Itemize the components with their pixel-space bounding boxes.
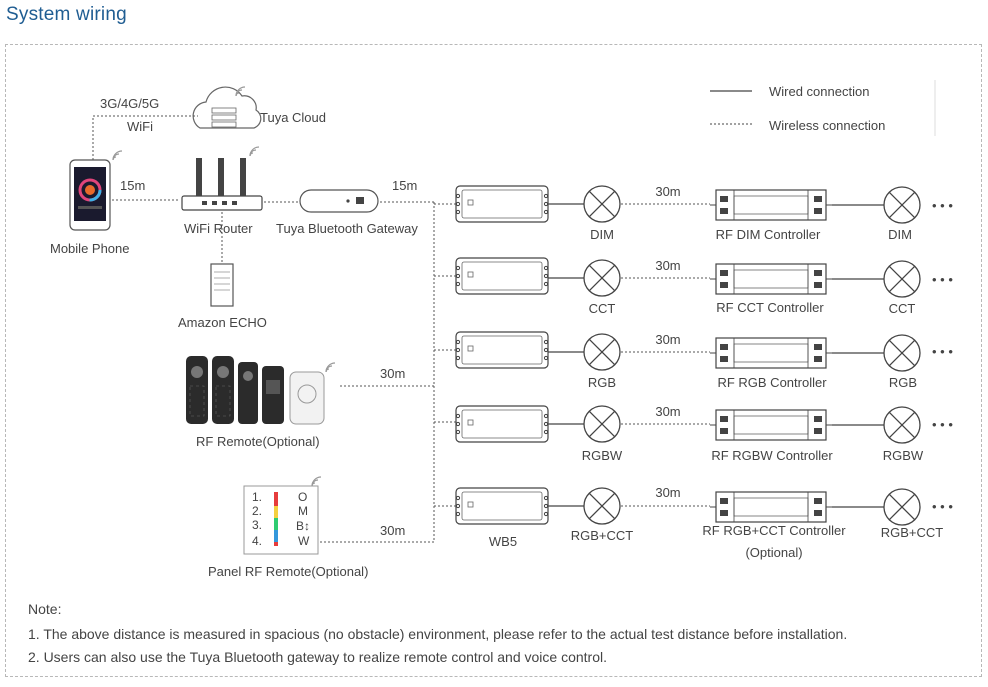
row-lamp2-label: RGB+CCT	[881, 525, 944, 540]
phone-cloud-link	[92, 115, 198, 160]
row-lamp-label: RGBW	[582, 448, 623, 463]
row-lamp-label: DIM	[590, 227, 614, 242]
panel-key-4: 4.	[252, 534, 262, 548]
row-lamp-label: RGB	[588, 375, 616, 390]
legend-wireless-label: Wireless connection	[769, 118, 885, 133]
remote-distance: 30m	[380, 366, 405, 381]
phone-router-distance: 15m	[120, 178, 145, 193]
panel-key-m: M	[298, 504, 308, 518]
row-lamp-label: CCT	[589, 301, 616, 316]
network-label: 3G/4G/5G	[100, 96, 159, 111]
row-distance: 30m	[655, 485, 680, 500]
gateway-icon	[299, 189, 379, 213]
row-distance: 30m	[655, 332, 680, 347]
cloud-label: Tuya Cloud	[260, 110, 326, 125]
panel-key-w: W	[298, 534, 310, 548]
row-distance: 30m	[655, 184, 680, 199]
more-dots: • • •	[932, 272, 953, 287]
panel-remote-icon: 1. 2. 3. 4. O M B↕ W	[243, 476, 322, 555]
mobile-phone-icon	[69, 150, 123, 231]
note-item-2: 2. Users can also use the Tuya Bluetooth…	[28, 649, 607, 665]
gateway-label: Tuya Bluetooth Gateway	[276, 221, 418, 236]
router-label: WiFi Router	[184, 221, 253, 236]
panel-distance: 30m	[380, 523, 405, 538]
rf-remotes-icon	[186, 356, 336, 425]
panel-key-3: 3.	[252, 518, 262, 532]
wifi-label: WiFi	[127, 119, 153, 134]
panel-key-2: 2.	[252, 504, 262, 518]
more-dots: • • •	[932, 198, 953, 213]
row-lamp2-label: CCT	[889, 301, 916, 316]
row-cct: CCT 30m RF CCT Controller CCT • • •	[455, 257, 953, 316]
panel-key-on: O	[298, 490, 307, 504]
row-lamp-label: RGB+CCT	[571, 528, 634, 543]
panel-key-br: B↕	[296, 519, 310, 533]
row-controller-label: RF DIM Controller	[716, 227, 821, 242]
wifi-router-icon	[181, 146, 263, 211]
row-controller-label: RF RGBW Controller	[711, 448, 833, 463]
legend-wired-label: Wired connection	[769, 84, 869, 99]
remote-label: RF Remote(Optional)	[196, 434, 320, 449]
note-item-1: 1. The above distance is measured in spa…	[28, 626, 848, 642]
diagram-frame	[5, 44, 982, 677]
row-controller-sub: (Optional)	[745, 545, 802, 560]
legend: Wired connection Wireless connection	[710, 80, 936, 136]
row-rgbw: RGBW 30m RF RGBW Controller RGBW • • •	[455, 404, 953, 463]
row-distance: 30m	[655, 404, 680, 419]
row-distance: 30m	[655, 258, 680, 273]
wb5-label: WB5	[489, 534, 517, 549]
cloud-icon	[192, 86, 262, 129]
panel-key-1: 1.	[252, 490, 262, 504]
row-dim: DIM 30m RF DIM Controller DIM • • •	[455, 184, 953, 242]
amazon-echo-icon	[210, 263, 234, 307]
row-controller-label: RF RGB Controller	[717, 375, 827, 390]
row-rgb: RGB 30m RF RGB Controller RGB • • •	[455, 331, 953, 390]
echo-label: Amazon ECHO	[178, 315, 267, 330]
row-controller-label: RF RGB+CCT Controller	[702, 523, 846, 538]
more-dots: • • •	[932, 417, 953, 432]
more-dots: • • •	[932, 499, 953, 514]
row-lamp2-label: DIM	[888, 227, 912, 242]
more-dots: • • •	[932, 344, 953, 359]
row-rgbcct: RGB+CCT WB5 30m RF RGB+CCT Controller (O…	[455, 485, 953, 560]
page-title: System wiring	[6, 4, 127, 25]
row-controller-label: RF CCT Controller	[716, 300, 824, 315]
gateway-distance: 15m	[392, 178, 417, 193]
note-heading: Note:	[28, 601, 62, 617]
row-lamp2-label: RGB	[889, 375, 917, 390]
row-lamp2-label: RGBW	[883, 448, 924, 463]
phone-label: Mobile Phone	[50, 241, 130, 256]
panel-label: Panel RF Remote(Optional)	[208, 564, 368, 579]
